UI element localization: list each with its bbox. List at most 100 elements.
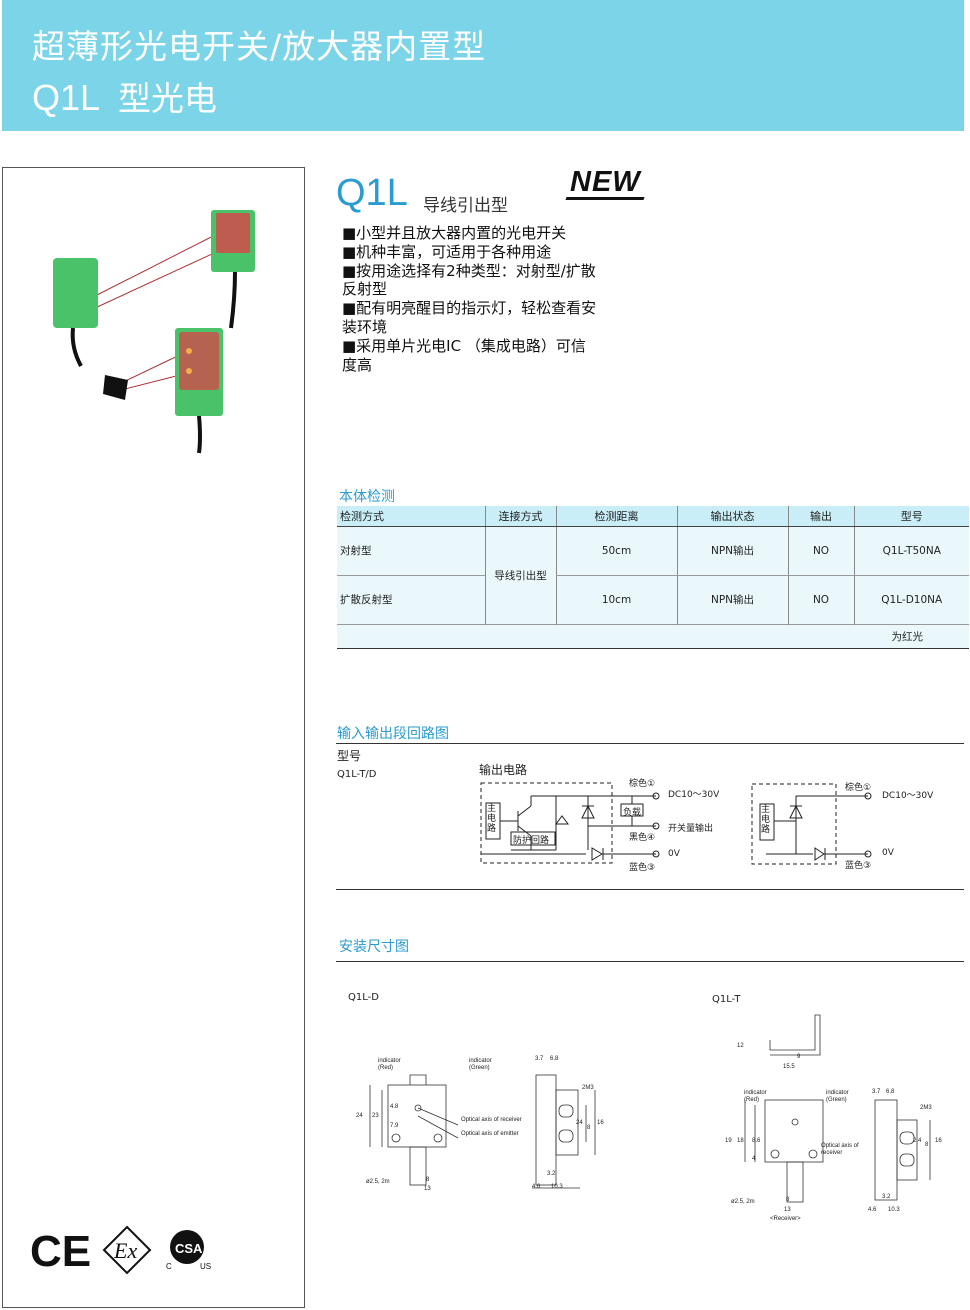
dimensions-section-title: 安装尺寸图	[339, 939, 409, 955]
dim-value: 3.2	[547, 1171, 556, 1177]
sensor-cable	[229, 271, 237, 329]
col-header: 连接方式	[484, 506, 556, 527]
new-badge-underline	[565, 197, 645, 200]
dim-value: 23	[372, 1113, 379, 1119]
header-subtitle: 型光电	[118, 79, 218, 118]
dim-axis-receiver: Optical axis of receiver	[461, 1117, 522, 1123]
dim-value: 10.3	[551, 1184, 563, 1190]
cell-method: 扩散反射型	[337, 575, 485, 624]
svg-text:CSA: CSA	[175, 1241, 203, 1256]
dim-screw: 2M3	[920, 1105, 932, 1111]
cell-method: 对射型	[337, 526, 485, 576]
dim-value: 19	[725, 1138, 732, 1144]
dim-value: 13	[784, 1207, 791, 1213]
dim-value: 6.8	[550, 1056, 559, 1062]
main-circuit-label: 主电路	[487, 804, 497, 834]
col-header: 型号	[853, 506, 969, 527]
dim-value: 3.7	[872, 1089, 881, 1095]
dim-value: 4.6	[868, 1207, 877, 1213]
sensor-outline	[764, 1099, 824, 1163]
wire-brown-label: 棕色①	[629, 779, 656, 789]
cell-distance: 10cm	[555, 575, 677, 624]
dim-value: 3.2	[882, 1194, 891, 1200]
circuit-section-title: 输入输出段回路图	[337, 726, 449, 742]
dim-value: 24	[356, 1113, 363, 1119]
dim-axis-emitter: Optical axis of emitter	[461, 1131, 519, 1137]
load-label: 负载	[623, 808, 642, 818]
product-name: Q1L	[336, 172, 408, 214]
dim-value: 8	[426, 1177, 430, 1183]
main-circuit-box	[759, 803, 775, 841]
circuit-diagram	[480, 782, 872, 865]
dim-cable: ø2.5, 2m	[731, 1199, 755, 1205]
table-row: 扩散反射型 10cm NPN输出 NO Q1L-D10NA	[337, 575, 969, 624]
protection-label: 防护回路	[513, 836, 550, 846]
detection-table: 检测方式 连接方式 检测距离 输出状态 输出 型号 对射型 导线引出型 50cm…	[337, 506, 969, 649]
supply-voltage-label: DC10～30V	[882, 791, 934, 801]
circuit-model-value: Q1L-T/D	[337, 769, 377, 780]
feature-item: ■配有明亮醒目的指示灯，轻松查看安装环境	[342, 299, 597, 336]
feature-item: ■按用途选择有2种类型：对射型/扩散反射型	[342, 261, 596, 299]
dim-screw: 2M3	[582, 1085, 594, 1091]
dim-value: 6.8	[886, 1089, 895, 1095]
dim-value: 8	[925, 1142, 929, 1148]
main-circuit-label: 主电路	[761, 805, 771, 835]
supply-voltage-label: DC10～30V	[668, 790, 720, 800]
table-row: 对射型 导线引出型 50cm NPN输出 NO Q1L-T50NA	[337, 526, 969, 624]
detection-section-title: 本体检测	[339, 489, 395, 505]
dim-value: 8	[786, 1197, 790, 1203]
section-divider	[336, 889, 964, 890]
svg-text:CE: CE	[30, 1227, 91, 1276]
dim-left-model: Q1L-D	[348, 992, 379, 1003]
dim-indicator-green: indicator (Green)	[826, 1090, 849, 1103]
cell-state: NPN输出	[676, 575, 788, 624]
dim-value: 13	[424, 1186, 431, 1192]
cell-model: Q1L-T50NA	[853, 526, 969, 576]
dim-cable: ø2.5, 2m	[366, 1179, 390, 1185]
indicator-light	[186, 348, 192, 354]
header-banner: 超薄形光电开关/放大器内置型 Q1L 型光电	[2, 0, 964, 131]
wire-blue-label: 蓝色③	[629, 863, 656, 873]
feature-item: ■小型并且放大器内置的光电开关	[342, 224, 567, 242]
csa-mark-icon: CSA C US	[166, 1230, 211, 1271]
dim-value: 3.7	[535, 1056, 544, 1062]
dim-value: 8	[587, 1125, 591, 1131]
sensor-cable	[197, 415, 202, 454]
product-wire-type: 导线引出型	[423, 196, 508, 216]
page-subtitle: Q1L 型光电	[32, 72, 217, 120]
dim-indicator-green: indicator (Green)	[469, 1058, 492, 1071]
circuit-output-label: 输出电路	[479, 763, 528, 777]
dimension-drawing-left	[369, 1074, 596, 1189]
indicator-light	[186, 368, 192, 374]
wire-brown-label: 棕色①	[845, 783, 872, 793]
protection-box	[510, 831, 556, 846]
dim-value: 2.4	[913, 1138, 922, 1144]
sensor-lens	[179, 332, 219, 390]
zero-volt-label: 0V	[882, 848, 894, 858]
light-beam	[94, 247, 226, 309]
dim-value: 12	[737, 1043, 744, 1049]
dim-indicator-red: indicator (Red)	[378, 1058, 401, 1071]
dim-value: 18	[737, 1138, 744, 1144]
feature-item: ■机种丰富，可适用于各种用途	[342, 242, 552, 261]
header-model: Q1L	[32, 77, 101, 118]
dim-value: 10.3	[888, 1207, 900, 1213]
table-header-row: 检测方式 连接方式 检测距离 输出状态 输出 型号	[337, 506, 969, 527]
sensor-cable	[70, 327, 83, 367]
dim-axis-receiver: Optical axis of receiver	[821, 1143, 859, 1156]
dim-value: 16	[597, 1120, 604, 1126]
col-header: 检测距离	[555, 506, 677, 527]
feature-list: ■小型并且放大器内置的光电开关 ■机种丰富，可适用于各种用途 ■按用途选择有2种…	[342, 224, 600, 374]
wire-black-label: 黑色④	[629, 833, 656, 843]
certification-marks: CE Ex CSA C US	[30, 1224, 230, 1280]
sensor-lens	[216, 213, 250, 253]
dim-value: 16	[935, 1138, 942, 1144]
light-beam	[94, 229, 226, 297]
section-divider	[336, 961, 964, 962]
dim-value: 4.8	[390, 1104, 399, 1110]
dim-value: 15.5	[783, 1064, 795, 1070]
page-title: 超薄形光电开关/放大器内置型	[32, 27, 487, 66]
certification-logos: CE Ex CSA C US	[30, 1225, 211, 1276]
switch-output-label: 开关量输出	[668, 824, 714, 834]
svg-text:US: US	[200, 1262, 211, 1271]
